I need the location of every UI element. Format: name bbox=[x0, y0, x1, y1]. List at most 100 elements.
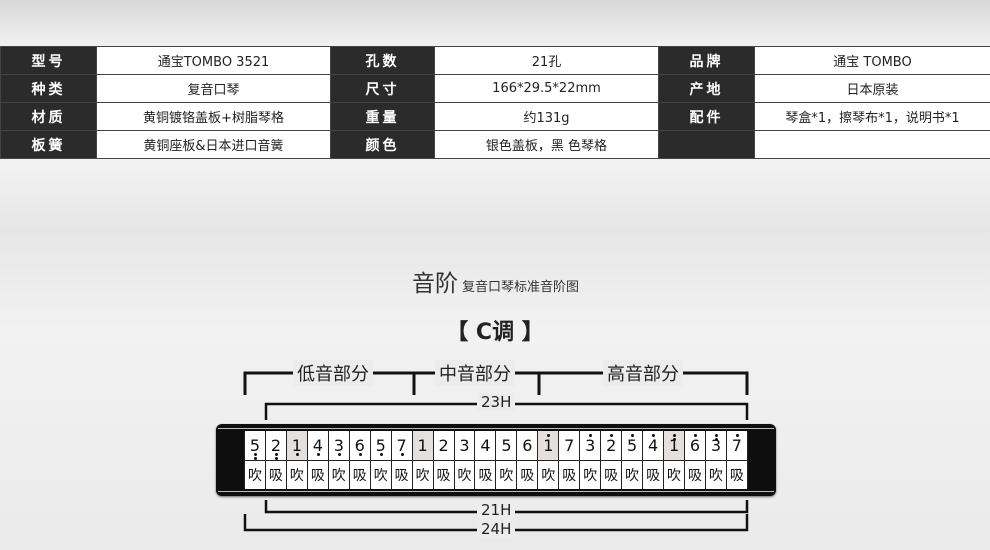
high-octave-dot bbox=[589, 434, 593, 437]
spec-value: 约131g bbox=[434, 102, 659, 131]
low-octave-dot bbox=[337, 453, 341, 456]
spec-key: 板簧 bbox=[0, 130, 97, 159]
hole-action: 吹 bbox=[370, 459, 391, 489]
hole-action: 吹 bbox=[286, 459, 307, 489]
note-digit: 1 bbox=[291, 435, 302, 455]
note-digit: 5 bbox=[501, 435, 512, 455]
high-octave-dot bbox=[652, 434, 656, 437]
note-digit: 1 bbox=[668, 435, 680, 455]
spec-value: 黄铜镀铬盖板+树脂琴格 bbox=[96, 102, 331, 131]
note-digit: 1 bbox=[417, 435, 428, 455]
hole-note: 2 bbox=[601, 431, 622, 460]
hole-action: 吸 bbox=[265, 459, 286, 489]
hole-action: 吸 bbox=[685, 459, 705, 489]
spec-value: 166*29.5*22mm bbox=[434, 74, 659, 103]
spec-key: 尺寸 bbox=[330, 74, 435, 103]
note-digit: 3 bbox=[333, 435, 344, 455]
hole-action: 吸 bbox=[391, 459, 412, 489]
note-digit: 6 bbox=[354, 435, 365, 455]
note-digit: 6 bbox=[522, 435, 533, 455]
low-octave-dot bbox=[253, 453, 257, 456]
hole-action: 吹 bbox=[245, 459, 265, 489]
hole-note: 7 bbox=[391, 431, 412, 460]
hole-note: 7 bbox=[559, 431, 580, 460]
hole-action: 吹 bbox=[664, 459, 685, 489]
mid-section-label: 中音部分 bbox=[435, 360, 515, 386]
hole-action: 吹 bbox=[328, 459, 349, 489]
hole-action: 吸 bbox=[517, 459, 538, 489]
hole-action: 吸 bbox=[726, 459, 747, 489]
hole-action: 吹 bbox=[580, 459, 601, 489]
hole-action: 吹 bbox=[538, 459, 559, 489]
spec-key bbox=[658, 130, 755, 159]
spec-value: 21孔 bbox=[434, 46, 659, 75]
spec-key: 重量 bbox=[330, 102, 435, 131]
high-octave-dot bbox=[547, 434, 551, 437]
hole-note: 5 bbox=[622, 431, 643, 460]
hole-note: 1 bbox=[286, 431, 307, 460]
note-digit: 4 bbox=[647, 435, 659, 455]
spec-key: 品牌 bbox=[658, 46, 755, 75]
note-digit: 1 bbox=[543, 435, 554, 455]
range-21h-label: 21H bbox=[477, 501, 516, 519]
hole-action: 吹 bbox=[705, 459, 726, 489]
hole-action: 吸 bbox=[307, 459, 328, 489]
note-digit: 2 bbox=[606, 435, 617, 455]
spec-value bbox=[754, 130, 990, 159]
hole-action: 吸 bbox=[433, 459, 454, 489]
hole-note: 3 bbox=[454, 431, 475, 460]
hole-action: 吸 bbox=[475, 459, 496, 489]
hole-action: 吹 bbox=[496, 459, 517, 489]
hole-note: 3 bbox=[328, 431, 349, 460]
hole-note: 4 bbox=[307, 431, 328, 460]
hole-action: 吸 bbox=[643, 459, 664, 489]
hole-note: 6 bbox=[349, 431, 370, 460]
high-octave-dot bbox=[610, 434, 614, 437]
key-label: 【 C调 】 bbox=[446, 320, 544, 345]
hole-action: 吹 bbox=[622, 459, 643, 489]
low-octave-dot bbox=[316, 453, 320, 456]
note-digit: 3 bbox=[710, 435, 722, 455]
hole-note: 4 bbox=[643, 431, 664, 460]
high-octave-dot bbox=[673, 438, 677, 441]
low-section-label: 低音部分 bbox=[293, 360, 373, 386]
note-digit: 2 bbox=[438, 435, 449, 455]
hole-note: 5 bbox=[496, 431, 517, 460]
spec-row: 板簧黄铜座板&日本进口音簧颜色银色盖板，黑 色琴格 bbox=[0, 130, 990, 159]
spec-key: 种类 bbox=[0, 74, 97, 103]
spec-key: 产地 bbox=[658, 74, 755, 103]
high-octave-dot bbox=[673, 434, 677, 437]
scale-subtitle: 复音口琴标准音阶图 bbox=[462, 280, 580, 295]
high-octave-dot bbox=[693, 434, 697, 437]
range-24h-label: 24H bbox=[477, 520, 516, 538]
low-octave-dot bbox=[295, 453, 299, 456]
cover-edge-top bbox=[218, 428, 774, 429]
hole-action: 吹 bbox=[454, 459, 475, 489]
low-octave-dot bbox=[274, 453, 278, 456]
hole-note: 6 bbox=[685, 431, 705, 460]
spec-key: 型号 bbox=[0, 46, 97, 75]
scale-heading: 音阶复音口琴标准音阶图 bbox=[412, 264, 579, 298]
note-digit: 4 bbox=[480, 435, 491, 455]
hole-note: 6 bbox=[517, 431, 538, 460]
note-digit: 4 bbox=[312, 435, 323, 455]
note-digit: 5 bbox=[375, 435, 386, 455]
hole-action: 吸 bbox=[349, 459, 370, 489]
